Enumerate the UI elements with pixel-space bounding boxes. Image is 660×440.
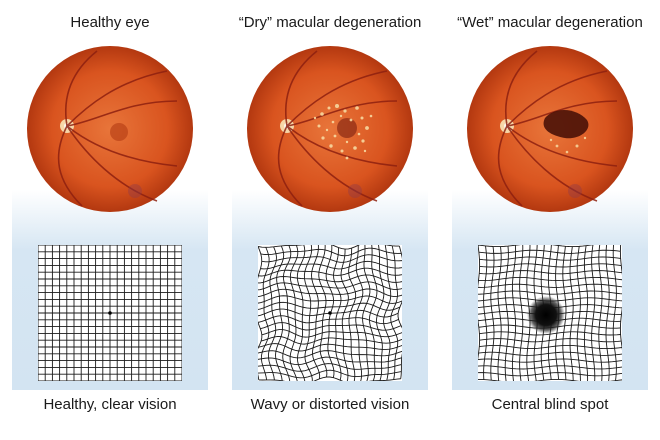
retina-dry-image (247, 46, 413, 212)
fixation-dot (328, 311, 332, 315)
amsler-grid-wavy (258, 245, 402, 381)
panel-title: Healthy eye (70, 14, 150, 31)
retina-healthy-image (27, 46, 193, 212)
panel-caption: Central blind spot (491, 396, 609, 413)
panel-title: “Wet” macular degeneration (457, 14, 643, 31)
panel-caption: Wavy or distorted vision (250, 396, 410, 413)
panel-wet: “Wet” macular degeneration Central (440, 0, 660, 440)
amsler-grid-blindspot (478, 245, 622, 381)
fixation-dot (108, 311, 112, 315)
grid-lines (258, 245, 402, 381)
drusen-spots (313, 104, 373, 160)
hemorrhage-lesion (543, 109, 589, 139)
panel-title: “Dry” macular degeneration (238, 14, 422, 31)
blind-spot (527, 296, 565, 334)
panel-healthy: Healthy eye Healthy, clear vision (0, 0, 220, 440)
panel-dry: “Dry” macular degeneration (220, 0, 440, 440)
grid-lines (478, 245, 622, 381)
retina-wet-image (467, 46, 633, 212)
panel-caption: Healthy, clear vision (43, 396, 177, 413)
amsler-grid-straight (38, 245, 182, 381)
grid-lines (38, 245, 182, 381)
